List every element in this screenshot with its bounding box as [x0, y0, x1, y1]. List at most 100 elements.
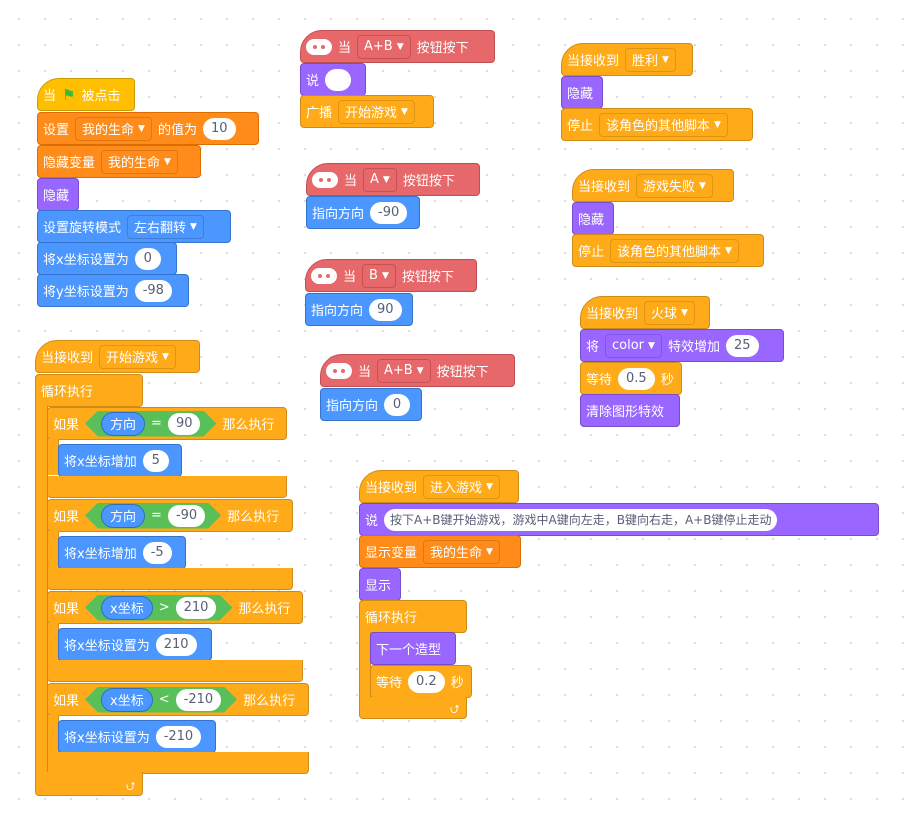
next-costume-label: 下一个造型	[376, 643, 442, 658]
operator-equals: =	[151, 416, 162, 431]
message-dropdown[interactable]: 火球▼	[644, 300, 695, 325]
change-x-block-2[interactable]: 将x坐标增加 -5	[58, 536, 186, 569]
if-block-3[interactable]: 如果 x坐标 > 210 那么执行	[47, 591, 303, 624]
button-dropdown[interactable]: A▼	[363, 167, 397, 192]
when-receive-fireball-hat[interactable]: 当接收到 火球▼	[580, 296, 710, 329]
loop-arrow-icon: ⮍	[450, 702, 460, 716]
wait-input[interactable]: 0.5	[618, 367, 655, 390]
condition-value[interactable]: -210	[176, 689, 222, 711]
change-x-block-1[interactable]: 将x坐标增加 5	[58, 444, 182, 477]
message-dropdown[interactable]: 开始游戏▼	[99, 344, 176, 369]
point-direction-block[interactable]: 指向方向 90	[305, 293, 413, 326]
when-flag-clicked-hat[interactable]: 当 ⚑ 被点击	[37, 78, 135, 111]
dropdown-caret-icon: ▼	[486, 546, 493, 557]
hide-block[interactable]: 隐藏	[37, 178, 79, 211]
when-ab-pressed-stop-hat[interactable]: 当 A+B▼ 按钮按下	[320, 354, 515, 387]
stop-option-dropdown[interactable]: 该角色的其他脚本▼	[599, 112, 728, 137]
if-block-4[interactable]: 如果 x坐标 < -210 那么执行	[47, 683, 309, 716]
show-block[interactable]: 显示	[359, 568, 401, 601]
when-receive-lose-hat[interactable]: 当接收到 游戏失败▼	[572, 169, 734, 202]
direction-input[interactable]: 0	[384, 393, 411, 416]
wait-input[interactable]: 0.2	[408, 670, 445, 693]
button-dropdown[interactable]: B▼	[362, 263, 396, 288]
set-variable-block[interactable]: 设置 我的生命▼ 的值为 10	[37, 112, 259, 145]
when-ab-pressed-hat[interactable]: 当 A+B▼ 按钮按下	[300, 30, 495, 63]
change-x-input[interactable]: 5	[142, 449, 169, 472]
rotation-dropdown[interactable]: 左右翻转▼	[127, 214, 204, 239]
stop-block[interactable]: 停止 该角色的其他脚本▼	[572, 234, 764, 267]
condition-value[interactable]: 210	[176, 597, 217, 619]
button-dropdown[interactable]: A+B▼	[357, 34, 411, 59]
wait-block[interactable]: 等待 0.2 秒	[370, 665, 472, 698]
clear-effects-block[interactable]: 清除图形特效	[580, 394, 680, 427]
change-x-label: 将x坐标增加	[64, 547, 137, 562]
set-x-block-4[interactable]: 将x坐标设置为 -210	[58, 720, 216, 753]
then-label: 那么执行	[222, 418, 275, 433]
wait-label: 等待	[376, 676, 403, 691]
forever-foot	[35, 772, 143, 796]
set-y-input[interactable]: -98	[134, 279, 172, 302]
point-direction-block[interactable]: 指向方向 0	[320, 388, 422, 421]
variable-dropdown[interactable]: 我的生命▼	[101, 149, 178, 174]
direction-input[interactable]: 90	[369, 298, 402, 321]
set-x-input[interactable]: 0	[134, 247, 161, 270]
stop-option-dropdown[interactable]: 该角色的其他脚本▼	[610, 238, 739, 263]
next-costume-block[interactable]: 下一个造型	[370, 632, 456, 665]
variable-dropdown[interactable]: 我的生命▼	[423, 539, 500, 564]
less-than-condition[interactable]: x坐标 < -210	[85, 687, 237, 713]
message-dropdown[interactable]: 游戏失败▼	[636, 173, 713, 198]
set-x-block-3[interactable]: 将x坐标设置为 210	[58, 628, 212, 661]
when-label: 当	[343, 270, 357, 285]
show-var-label: 显示变量	[365, 546, 418, 561]
if-block-1[interactable]: 如果 方向 = 90 那么执行	[47, 407, 287, 440]
set-x-block[interactable]: 将x坐标设置为 0	[37, 242, 177, 275]
set-x-input[interactable]: -210	[155, 725, 202, 748]
equals-condition[interactable]: 方向 = -90	[85, 503, 221, 529]
say-block[interactable]: 说 按下A+B键开始游戏，游戏中A键向左走，B键向右走，A+B键停止走动	[359, 503, 879, 536]
direction-input[interactable]: -90	[370, 201, 408, 224]
variable-dropdown[interactable]: 我的生命▼	[75, 116, 152, 141]
stop-block[interactable]: 停止 该角色的其他脚本▼	[561, 108, 753, 141]
say-block[interactable]: 说	[300, 63, 366, 96]
point-direction-block[interactable]: 指向方向 -90	[306, 196, 420, 229]
hide-variable-block[interactable]: 隐藏变量 我的生命▼	[37, 145, 201, 178]
when-receive-start-game-hat[interactable]: 当接收到 开始游戏▼	[35, 340, 200, 373]
equals-condition[interactable]: 方向 = 90	[85, 411, 216, 437]
direction-reporter[interactable]: 方向	[101, 412, 145, 436]
x-position-reporter[interactable]: x坐标	[101, 688, 153, 712]
forever-label: 循环执行	[365, 611, 418, 626]
say-input[interactable]	[325, 68, 352, 91]
hide-block[interactable]: 隐藏	[561, 76, 603, 109]
x-position-reporter[interactable]: x坐标	[101, 596, 153, 620]
set-y-block[interactable]: 将y坐标设置为 -98	[37, 274, 189, 307]
effect-dropdown[interactable]: color▼	[605, 333, 662, 358]
forever-block[interactable]: 循环执行	[359, 600, 467, 633]
when-a-pressed-hat[interactable]: 当 A▼ 按钮按下	[306, 163, 480, 196]
effect-value-input[interactable]: 25	[725, 334, 759, 357]
if-block-2[interactable]: 如果 方向 = -90 那么执行	[47, 499, 293, 532]
button-dropdown[interactable]: A+B▼	[377, 358, 431, 383]
set-x-input[interactable]: 210	[155, 633, 197, 656]
message-dropdown[interactable]: 开始游戏▼	[338, 99, 415, 124]
when-receive-enter-game-hat[interactable]: 当接收到 进入游戏▼	[359, 470, 519, 503]
forever-block[interactable]: 循环执行	[35, 374, 143, 407]
set-rotation-style-block[interactable]: 设置旋转模式 左右翻转▼	[37, 210, 231, 243]
greater-than-condition[interactable]: x坐标 > 210	[85, 595, 232, 621]
when-receive-win-hat[interactable]: 当接收到 胜利▼	[561, 43, 693, 76]
forever-foot	[359, 697, 467, 719]
set-value-input[interactable]: 10	[202, 117, 236, 140]
broadcast-block[interactable]: 广播 开始游戏▼	[300, 95, 434, 128]
change-effect-block[interactable]: 将 color▼ 特效增加 25	[580, 329, 784, 362]
condition-value[interactable]: 90	[168, 413, 201, 435]
condition-value[interactable]: -90	[168, 505, 205, 527]
message-dropdown[interactable]: 胜利▼	[625, 47, 676, 72]
show-variable-block[interactable]: 显示变量 我的生命▼	[359, 535, 521, 568]
change-x-input[interactable]: -5	[142, 541, 172, 564]
direction-reporter[interactable]: 方向	[101, 504, 145, 528]
hide-block[interactable]: 隐藏	[572, 202, 614, 235]
message-dropdown[interactable]: 进入游戏▼	[423, 474, 500, 499]
when-b-pressed-hat[interactable]: 当 B▼ 按钮按下	[305, 259, 477, 292]
wait-block[interactable]: 等待 0.5 秒	[580, 362, 682, 395]
say-input[interactable]: 按下A+B键开始游戏，游戏中A键向左走，B键向右走，A+B键停止走动	[384, 508, 778, 531]
